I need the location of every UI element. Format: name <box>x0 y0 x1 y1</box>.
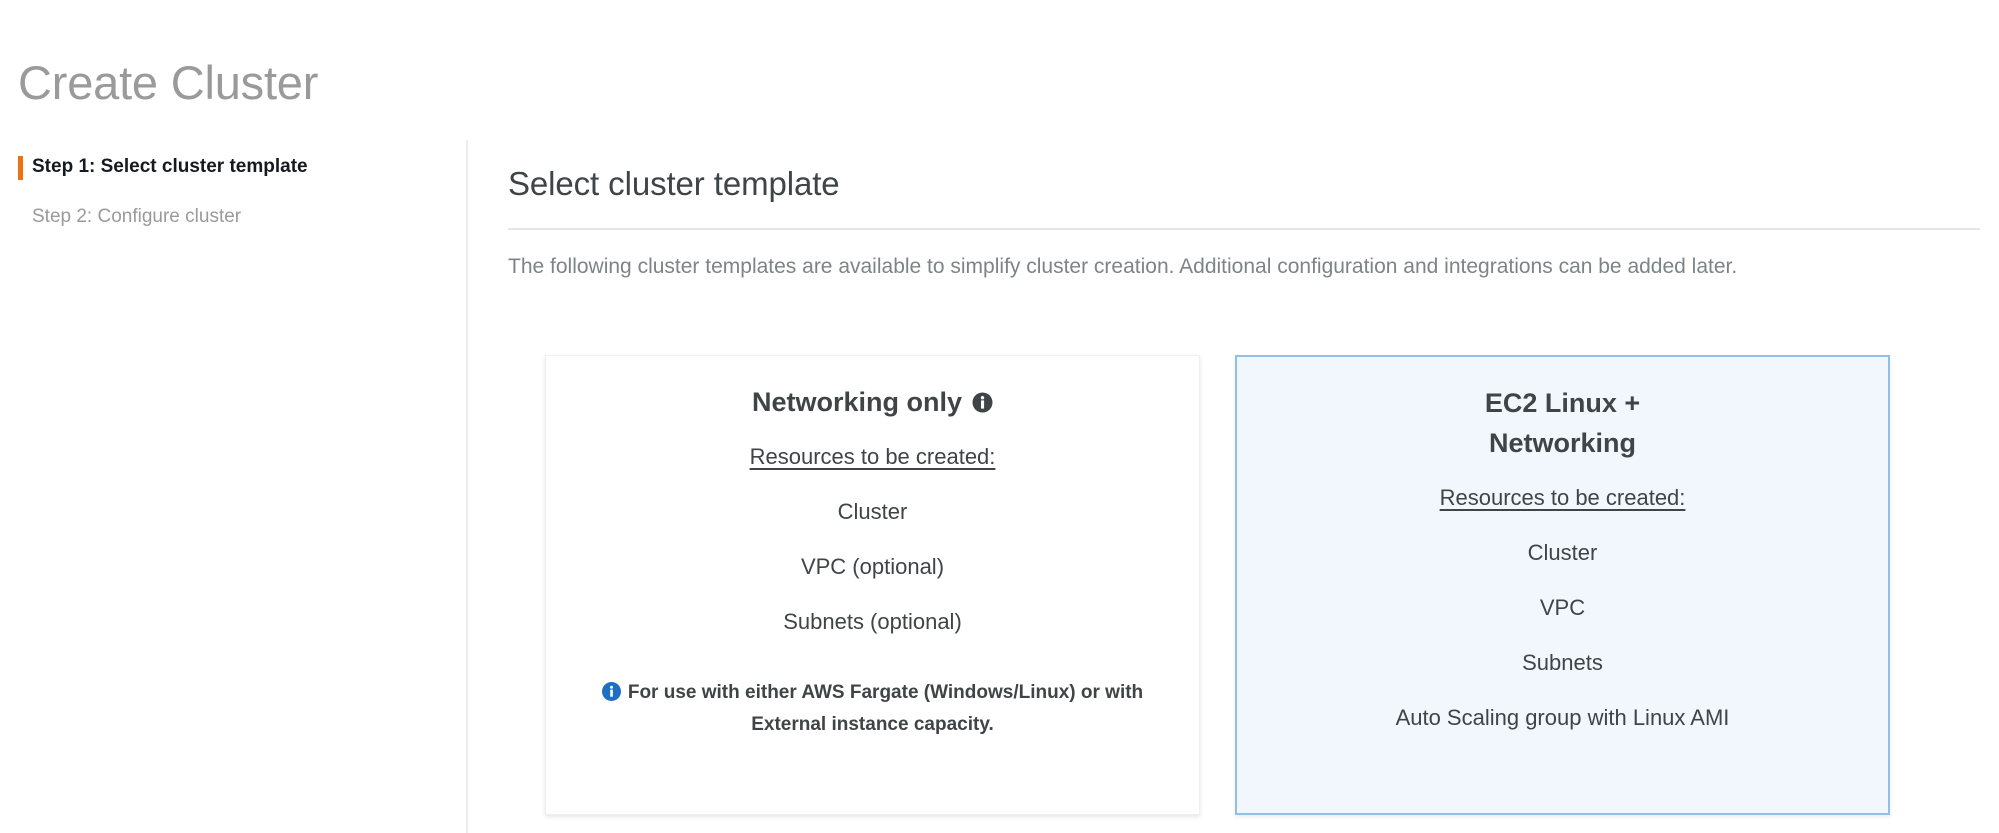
template-card-title-row: EC2 Linux + Networking <box>1259 383 1866 463</box>
info-icon <box>601 680 621 701</box>
template-card-title: Networking only <box>751 387 962 417</box>
wizard-sidebar: Step 1: Select cluster template Step 2: … <box>0 140 468 833</box>
resource-item: VPC <box>1539 595 1586 620</box>
resources-label: Resources to be created: <box>1439 485 1686 510</box>
resource-item: Cluster <box>1527 540 1598 565</box>
resource-list: Cluster VPC (optional) Subnets (optional… <box>568 499 1177 635</box>
sidebar-step-2-label: Step 2: Configure cluster <box>32 206 242 227</box>
template-card-note: For use with either AWS Fargate (Windows… <box>568 677 1177 741</box>
resource-item: Subnets <box>1522 650 1603 675</box>
resource-item: VPC (optional) <box>800 554 945 579</box>
sidebar-step-2[interactable]: Step 2: Configure cluster <box>0 205 466 229</box>
resource-item: Cluster <box>837 499 908 524</box>
resources-label: Resources to be created: <box>749 444 996 469</box>
info-icon[interactable] <box>972 392 993 413</box>
page-title: Create Cluster <box>18 56 319 110</box>
template-card-list: Networking only Resources to be created:… <box>545 355 1890 815</box>
template-card-ec2-linux-networking[interactable]: EC2 Linux + Networking Resources to be c… <box>1235 355 1890 815</box>
active-step-marker <box>18 156 23 180</box>
section-description: The following cluster templates are avai… <box>508 254 1738 278</box>
resource-item: Subnets (optional) <box>783 609 962 634</box>
sidebar-step-1-label: Step 1: Select cluster template <box>32 156 308 177</box>
resource-item: Auto Scaling group with Linux AMI <box>1395 705 1730 730</box>
main-content: Select cluster template The following cl… <box>508 140 1980 307</box>
section-divider <box>508 227 1980 230</box>
sidebar-step-1[interactable]: Step 1: Select cluster template <box>0 155 466 180</box>
template-card-note-text: For use with either AWS Fargate (Windows… <box>627 682 1144 735</box>
section-heading: Select cluster template <box>508 165 840 203</box>
resource-list: Cluster VPC Subnets Auto Scaling group w… <box>1259 540 1866 731</box>
template-card-title-row: Networking only <box>568 382 1177 422</box>
template-card-networking-only[interactable]: Networking only Resources to be created:… <box>545 355 1200 815</box>
template-card-title: EC2 Linux + Networking <box>1484 388 1641 458</box>
